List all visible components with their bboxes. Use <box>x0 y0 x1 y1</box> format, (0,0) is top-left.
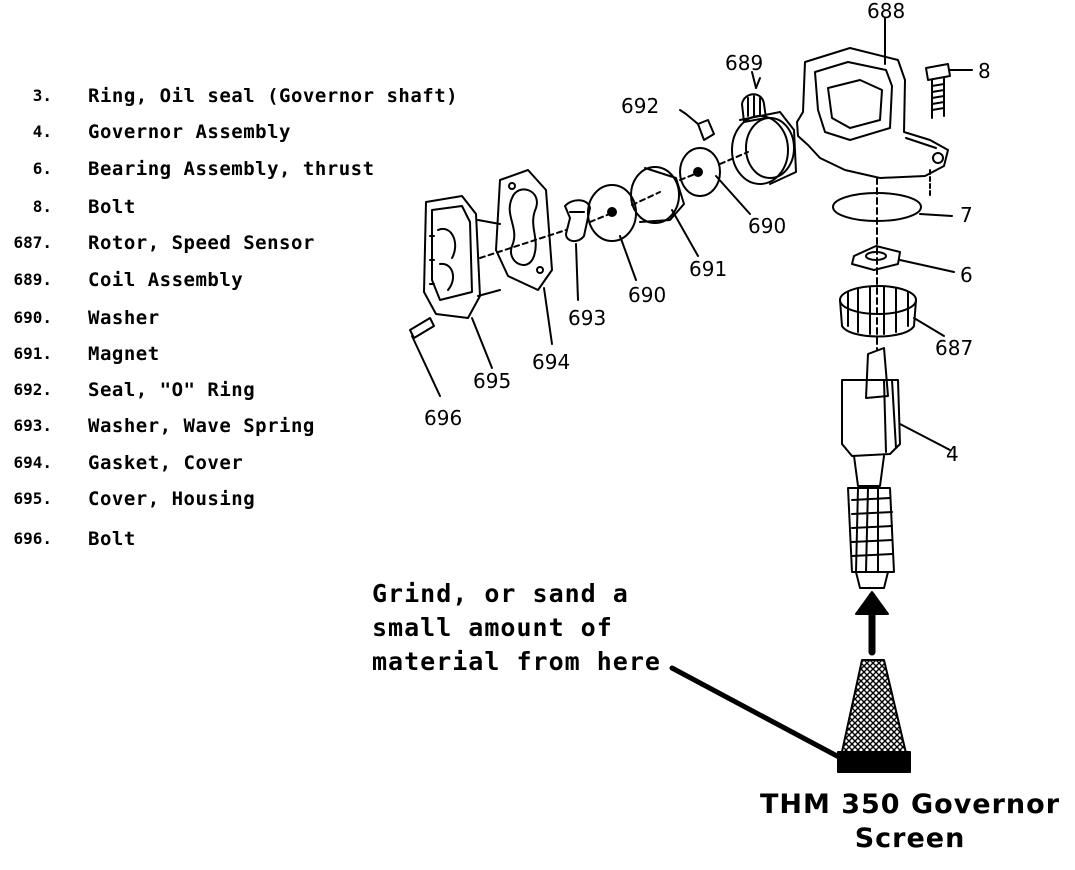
housing-cover-part <box>423 195 501 319</box>
legend-number: 6. <box>32 159 52 178</box>
note-line-2: small amount of <box>372 613 613 642</box>
grind-instruction-note: Grind, or sand a small amount of materia… <box>372 577 661 679</box>
legend-item: 694. Gasket, Cover <box>0 451 480 475</box>
legend-number: 692. <box>13 380 52 399</box>
legend-description: Gasket, Cover <box>88 452 244 474</box>
callout-691: 691 <box>689 257 727 281</box>
legend-number: 4. <box>32 122 52 141</box>
legend-description: Rotor, Speed Sensor <box>88 232 315 254</box>
governor-assembly-part <box>841 347 951 589</box>
legend-number: 693. <box>13 416 52 435</box>
cover-gasket-part <box>495 169 553 291</box>
legend-item: 696. Bolt <box>0 527 480 551</box>
caption-line-1: THM 350 Governor <box>759 789 1061 820</box>
legend-description: Washer <box>88 307 160 329</box>
legend-number: 8. <box>32 197 52 216</box>
legend-number: 691. <box>13 344 52 363</box>
thrust-bearing-part <box>851 245 955 273</box>
insert-arrow <box>855 591 889 656</box>
note-line-1: Grind, or sand a <box>372 579 629 608</box>
legend-item: 6. Bearing Assembly, thrust <box>0 157 480 181</box>
wave-spring-washer-part <box>564 199 591 242</box>
legend-number: 694. <box>13 453 52 472</box>
legend-description: Governor Assembly <box>88 121 291 143</box>
caption-line-2: Screen <box>854 823 966 854</box>
callout-688: 688 <box>867 0 905 23</box>
legend-description: Ring, Oil seal (Governor shaft) <box>88 85 459 107</box>
bolt-8-part <box>925 63 973 119</box>
callout-8: 8 <box>978 59 991 83</box>
callout-7: 7 <box>960 203 973 227</box>
callout-693: 693 <box>568 306 606 330</box>
legend-number: 695. <box>13 489 52 508</box>
bolt-696-part <box>409 317 441 397</box>
washer-upper-part <box>679 147 721 197</box>
callout-687: 687 <box>935 336 973 360</box>
coil-assembly-part <box>731 77 797 185</box>
o-ring-seal-part <box>697 119 715 141</box>
legend-number: 3. <box>32 86 52 105</box>
callout-4: 4 <box>946 442 959 466</box>
callout-692: 692 <box>621 94 659 118</box>
magnet-part <box>630 166 685 224</box>
callout-694: 694 <box>532 350 570 374</box>
governor-screen-part <box>837 659 911 773</box>
legend-item: 690. Washer <box>0 306 480 330</box>
legend-description: Seal, "O" Ring <box>88 379 256 401</box>
legend-description: Bolt <box>88 196 136 218</box>
legend-description: Bolt <box>88 528 136 550</box>
callout-690-lower: 690 <box>628 283 666 307</box>
legend-item: 689. Coil Assembly <box>0 268 480 292</box>
callout-690-upper: 690 <box>748 214 786 238</box>
legend-number: 689. <box>13 270 52 289</box>
legend-description: Cover, Housing <box>88 488 256 510</box>
figure-caption: THM 350 Governor Screen <box>745 788 1075 856</box>
legend-number: 696. <box>13 529 52 548</box>
legend-description: Coil Assembly <box>88 269 244 291</box>
legend-description: Washer, Wave Spring <box>88 415 315 437</box>
legend-number: 687. <box>13 233 52 252</box>
governor-housing-part <box>796 47 949 197</box>
legend-item: 693. Washer, Wave Spring <box>0 414 480 438</box>
legend-item: 3. Ring, Oil seal (Governor shaft) <box>0 84 480 108</box>
legend-description: Magnet <box>88 343 160 365</box>
callout-696: 696 <box>424 406 462 430</box>
callout-695: 695 <box>473 369 511 393</box>
legend-number: 690. <box>13 308 52 327</box>
legend-item: 695. Cover, Housing <box>0 487 480 511</box>
callout-689: 689 <box>725 51 763 75</box>
legend-item: 8. Bolt <box>0 195 480 219</box>
legend-item: 4. Governor Assembly <box>0 120 480 144</box>
speed-sensor-rotor-part <box>839 285 945 338</box>
legend-item: 692. Seal, "O" Ring <box>0 378 480 402</box>
callout-6: 6 <box>960 263 973 287</box>
note-line-3: material from here <box>372 647 661 676</box>
legend-item: 687. Rotor, Speed Sensor <box>0 231 480 255</box>
legend-item: 691. Magnet <box>0 342 480 366</box>
note-pointer-line <box>669 665 855 767</box>
legend-description: Bearing Assembly, thrust <box>88 158 375 180</box>
